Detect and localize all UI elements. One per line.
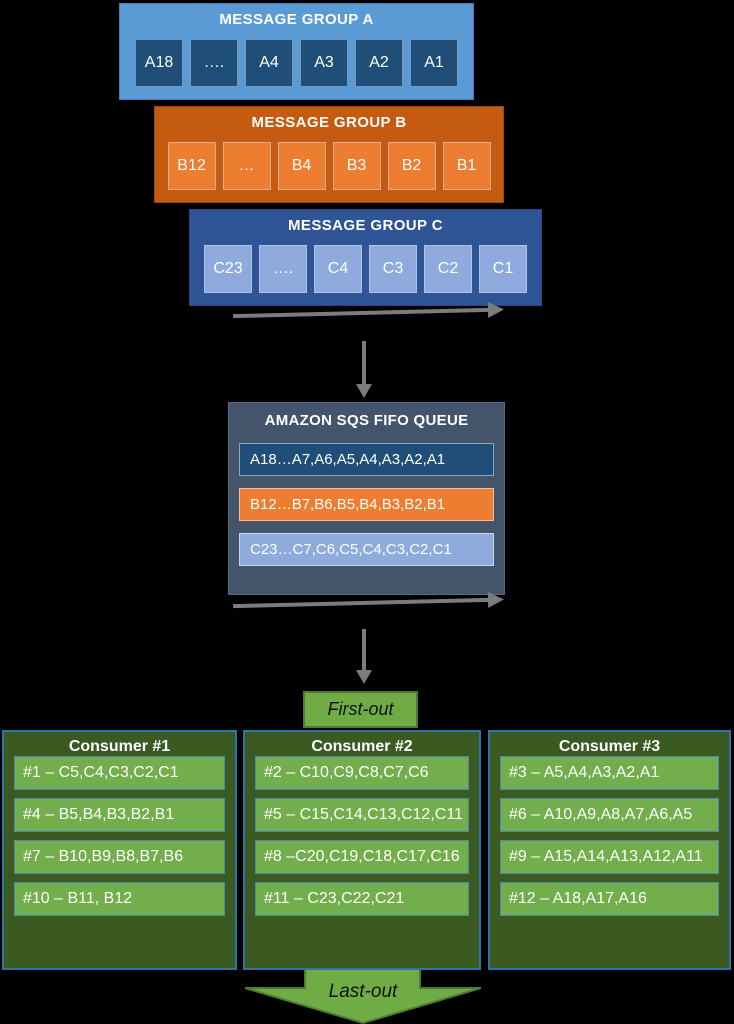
receive-batch-row: #3 – A5,A4,A3,A2,A1 — [500, 756, 719, 790]
message-group-b-cells: B12 … B4 B3 B2 B1 — [155, 142, 503, 190]
message-cell: C23 — [204, 245, 252, 293]
sqs-fifo-queue-rows: A18…A7,A6,A5,A4,A3,A2,A1 B12…B7,B6,B5,B4… — [229, 443, 504, 566]
consumer-1-title: Consumer #1 — [68, 738, 171, 755]
sqs-fifo-queue: AMAZON SQS FIFO QUEUE A18…A7,A6,A5,A4,A3… — [228, 402, 505, 595]
receive-batch-row: #7 – B10,B9,B8,B7,B6 — [14, 840, 225, 874]
receive-batch-row: #2 – C10,C9,C8,C7,C6 — [255, 756, 469, 790]
message-cell: …. — [190, 39, 238, 87]
receive-batch-row: #8 –C20,C19,C18,C17,C16 — [255, 840, 469, 874]
message-cell: B1 — [442, 142, 491, 190]
order-right-arrow-icon — [232, 307, 490, 319]
message-cell: A3 — [300, 39, 348, 87]
message-group-c-cells: C23 …. C4 C3 C2 C1 — [190, 245, 541, 293]
queue-row-group-b: B12…B7,B6,B5,B4,B3,B2,B1 — [239, 488, 494, 521]
message-group-a-cells: A18 …. A4 A3 A2 A1 — [120, 39, 473, 87]
message-cell: C2 — [424, 245, 472, 293]
sqs-fifo-queue-title: AMAZON SQS FIFO QUEUE — [264, 412, 469, 429]
consumer-1-panel: Consumer #1 #1 – C5,C4,C3,C2,C1 #4 – B5,… — [2, 730, 237, 970]
message-cell: A18 — [135, 39, 183, 87]
flow-down-arrow-icon — [356, 629, 372, 684]
message-cell: A2 — [355, 39, 403, 87]
message-cell: A1 — [410, 39, 458, 87]
message-cell: B3 — [332, 142, 381, 190]
consumer-3-panel: Consumer #3 #3 – A5,A4,A3,A2,A1 #6 – A10… — [488, 730, 731, 970]
message-group-a: MESSAGE GROUP A A18 …. A4 A3 A2 A1 — [119, 3, 474, 100]
consumer-2-panel: Consumer #2 #2 – C10,C9,C8,C7,C6 #5 – C1… — [243, 730, 481, 970]
receive-batch-row: #11 – C23,C22,C21 — [255, 882, 469, 916]
consumer-3-title: Consumer #3 — [558, 738, 661, 755]
message-cell: B4 — [277, 142, 326, 190]
queue-row-group-a: A18…A7,A6,A5,A4,A3,A2,A1 — [239, 443, 494, 476]
last-out-label: Last-out — [328, 981, 398, 1002]
message-cell: A4 — [245, 39, 293, 87]
message-group-c-title: MESSAGE GROUP C — [288, 217, 443, 234]
message-cell: B2 — [387, 142, 436, 190]
consumer-2-title: Consumer #2 — [311, 738, 413, 755]
message-cell: C1 — [479, 245, 527, 293]
message-cell: C4 — [314, 245, 362, 293]
receive-batch-row: #12 – A18,A17,A16 — [500, 882, 719, 916]
message-cell: … — [222, 142, 271, 190]
receive-batch-row: #5 – C15,C14,C13,C12,C11 — [255, 798, 469, 832]
message-cell: C3 — [369, 245, 417, 293]
message-group-b: MESSAGE GROUP B B12 … B4 B3 B2 B1 — [154, 106, 504, 203]
queue-row-group-c: C23…C7,C6,C5,C4,C3,C2,C1 — [239, 533, 494, 566]
message-group-a-title: MESSAGE GROUP A — [219, 11, 374, 28]
message-group-c: MESSAGE GROUP C C23 …. C4 C3 C2 C1 — [189, 209, 542, 306]
message-cell: …. — [259, 245, 307, 293]
message-group-b-title: MESSAGE GROUP B — [251, 114, 407, 131]
receive-batch-row: #4 – B5,B4,B3,B2,B1 — [14, 798, 225, 832]
first-out-label: First-out — [303, 691, 418, 728]
receive-batch-row: #6 – A10,A9,A8,A7,A6,A5 — [500, 798, 719, 832]
flow-down-arrow-icon — [356, 341, 372, 398]
receive-batch-row: #1 – C5,C4,C3,C2,C1 — [14, 756, 225, 790]
receive-batch-row: #10 – B11, B12 — [14, 882, 225, 916]
order-right-arrow-icon — [232, 597, 490, 609]
message-cell: B12 — [167, 142, 216, 190]
receive-batch-row: #9 – A15,A14,A13,A12,A11 — [500, 840, 719, 874]
